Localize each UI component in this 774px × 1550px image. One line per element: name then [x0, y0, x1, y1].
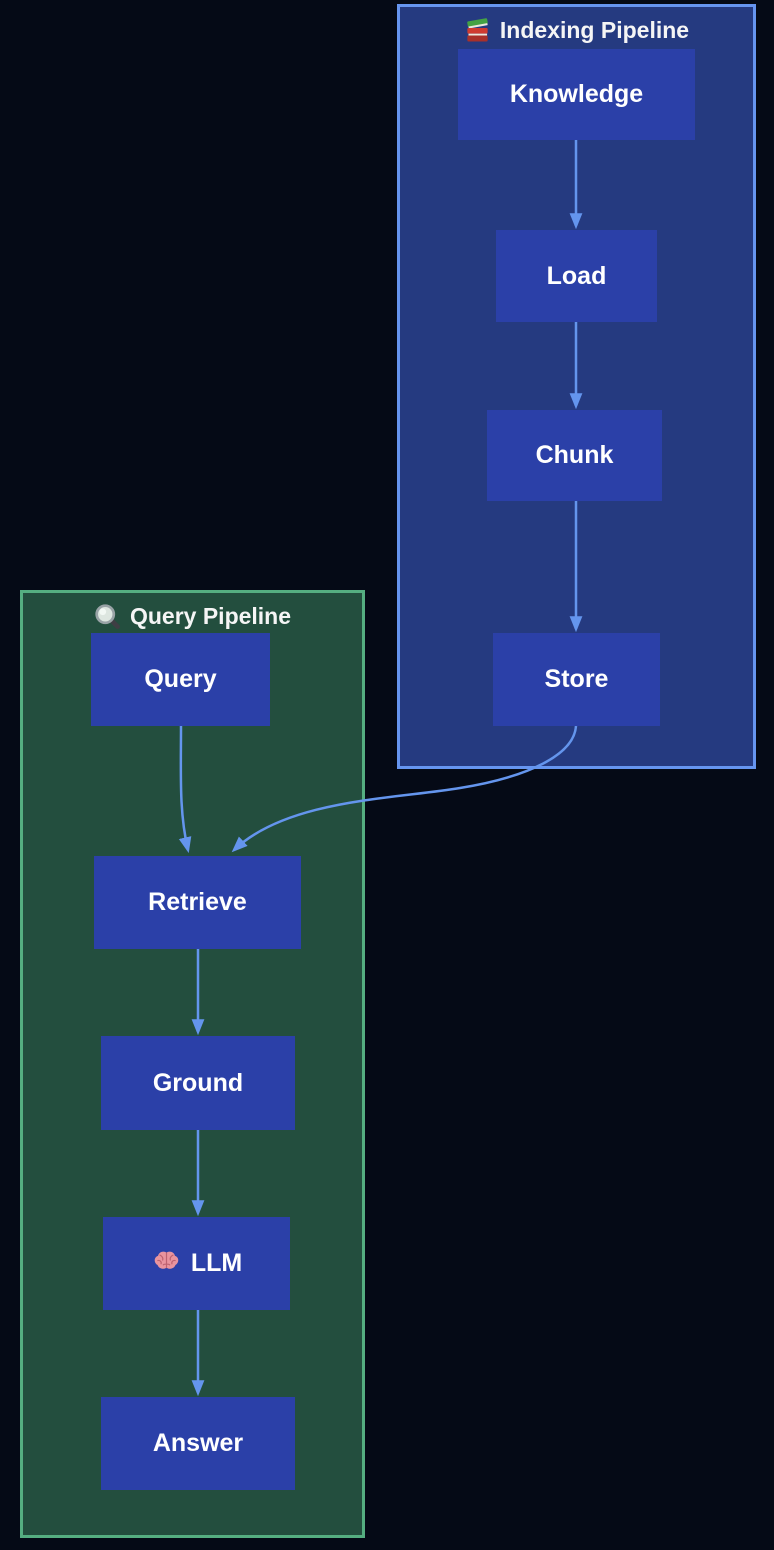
brain-icon — [151, 1247, 182, 1280]
node-query-label: Query — [144, 665, 217, 693]
node-knowledge-label: Knowledge — [509, 80, 644, 108]
books-icon — [464, 17, 491, 44]
node-ground-label: Ground — [152, 1068, 244, 1097]
node-knowledge: Knowledge — [458, 49, 695, 140]
node-load-label: Load — [546, 261, 607, 290]
node-retrieve-label: Retrieve — [148, 888, 247, 916]
node-llm: LLM — [103, 1217, 290, 1310]
query-pipeline-label: Query Pipeline — [129, 603, 292, 629]
indexing-pipeline-label: Indexing Pipeline — [499, 17, 690, 43]
node-retrieve: Retrieve — [94, 856, 301, 949]
node-query: Query — [91, 633, 270, 726]
node-ground: Ground — [101, 1036, 295, 1130]
node-store: Store — [493, 633, 660, 726]
node-llm-label: LLM — [190, 1249, 243, 1277]
node-chunk: Chunk — [487, 410, 662, 501]
node-answer: Answer — [101, 1397, 295, 1490]
node-load: Load — [496, 230, 657, 322]
node-store-label: Store — [544, 665, 609, 693]
query-pipeline-title: Query Pipeline — [23, 603, 362, 630]
node-chunk-label: Chunk — [535, 441, 614, 469]
node-answer-label: Answer — [152, 1429, 244, 1457]
magnifying-glass-icon — [94, 603, 121, 630]
indexing-pipeline-title: Indexing Pipeline — [400, 17, 753, 44]
